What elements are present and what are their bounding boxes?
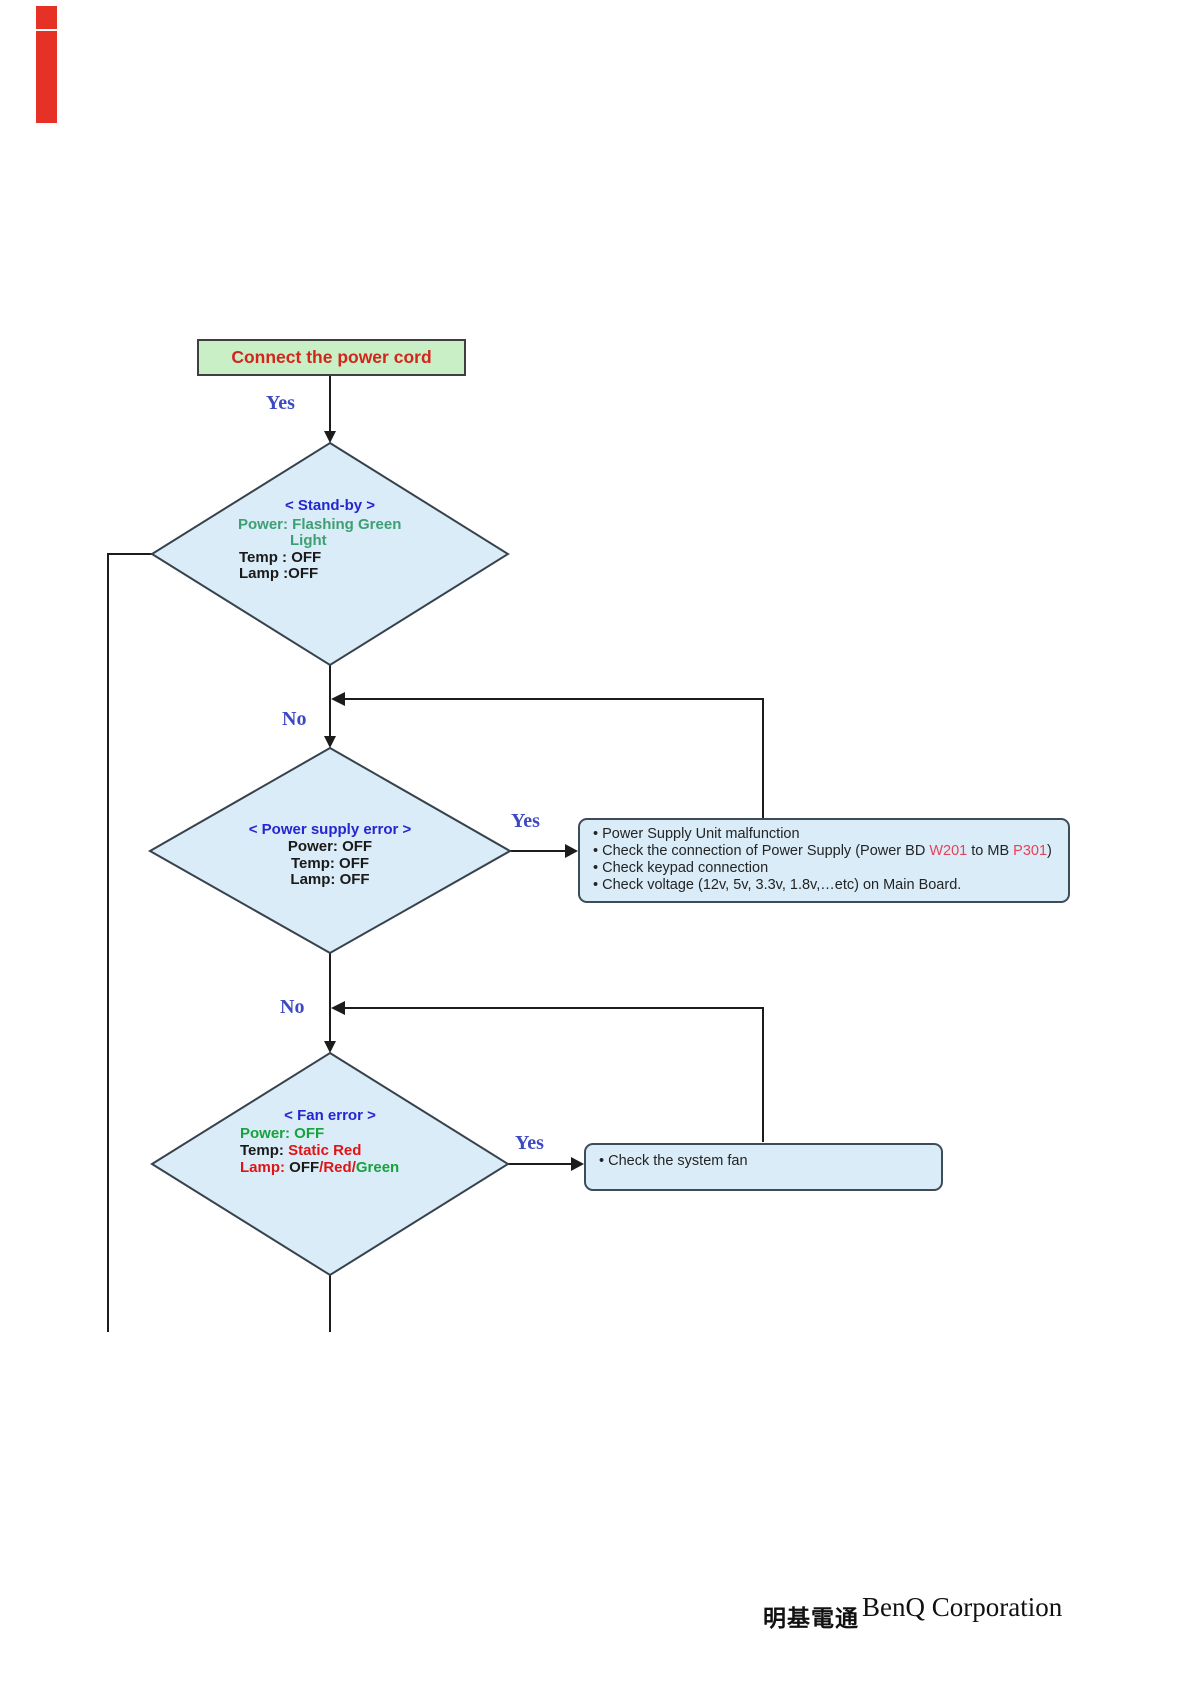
arrowhead-left-icon [331,692,345,706]
arrowhead-down-icon [324,431,336,443]
standby-title: < Stand-by > [284,497,376,514]
edge-label-yes-3: Yes [515,1132,544,1154]
slash: / [319,1159,324,1176]
arrowhead-down-icon [324,1041,336,1053]
standby-diamond [150,441,510,667]
psu-error-lamp-status: Lamp: OFF [290,871,370,888]
scan-artifact-mark [36,6,57,29]
fan-lamp-label: Lamp: [240,1159,290,1176]
fan-error-lamp-status: Lamp: OFF/Red/Green [240,1160,399,1176]
scan-artifact-mark [36,31,57,123]
fan-error-diamond [150,1051,510,1277]
slash: / [351,1159,356,1176]
decision-nodes [147,441,513,1277]
fan-temp-label: Temp: [240,1142,289,1159]
edge-label-no-1: No [282,708,307,730]
edge-feedback-psu-box [343,698,764,818]
psu-error-power-status: Power: OFF [287,838,373,855]
edge-feedback-fan-box [343,1007,764,1142]
connector-ref-w201: W201 [929,843,968,859]
edge-label-no-2: No [280,996,305,1018]
psu-action-line-1: • Power Supply Unit malfunction [593,826,800,842]
fan-power-label: Power: [240,1125,291,1142]
psu-error-temp-status: Temp: OFF [290,855,370,872]
fan-power-value: OFF [290,1125,325,1142]
edge-label-yes-1: Yes [266,392,295,414]
footer-company-cjk: 明基電通 [763,1605,859,1631]
start-node-label: Connect the power cord [231,347,432,367]
fan-error-power-status: Power: OFF [240,1126,324,1142]
fan-lamp-green: Green [355,1159,400,1176]
psu-error-title: < Power supply error > [248,821,412,838]
arrowheads [324,431,584,1171]
connector-ref-p301: P301 [1013,843,1048,859]
arrowhead-left-icon [331,1001,345,1015]
footer-company-name: BenQ Corporation [862,1592,1063,1622]
start-node: Connect the power cord [197,339,466,376]
connector-lines [107,376,764,1332]
psu-action-box: • Power Supply Unit malfunction • Check … [578,818,1070,903]
fan-error-title: < Fan error > [284,1107,376,1124]
psu-line2-text: ) [1047,843,1052,859]
standby-lamp-status: Lamp :OFF [239,565,319,582]
psu-action-line-2: • Check the connection of Power Supply (… [593,843,1068,860]
fan-action-line-1: • Check the system fan [599,1153,748,1169]
fan-temp-value: Static Red [288,1142,362,1159]
arrowhead-down-icon [324,736,336,748]
psu-line2-text: • Check the connection of Power Supply (… [593,843,930,859]
standby-temp-status: Temp : OFF [239,549,322,566]
power-supply-error-diamond [147,746,513,955]
psu-action-line-3: • Check keypad connection [593,860,769,876]
edge-label-yes-2: Yes [511,810,540,832]
fan-lamp-off: OFF [289,1159,320,1176]
fan-error-temp-status: Temp: Static Red [240,1143,361,1159]
arrowhead-right-icon [565,844,578,858]
standby-power-status-2: Light [290,532,327,549]
standby-power-status: Power: Flashing Green [238,516,402,533]
psu-action-line-4: • Check voltage (12v, 5v, 3.3v, 1.8v,…et… [593,877,962,893]
arrowhead-right-icon [571,1157,584,1171]
fan-action-box: • Check the system fan [584,1143,943,1191]
psu-line2-text: to MB [967,843,1014,859]
fan-lamp-red: Red [323,1159,352,1176]
edge-left-return-loop [107,553,152,1332]
